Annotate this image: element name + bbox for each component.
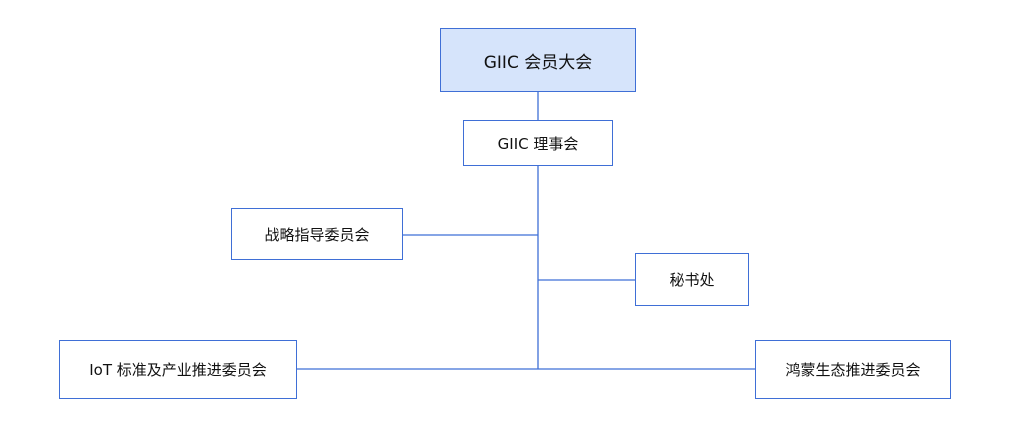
- harmony-committee-node: 鸿蒙生态推进委员会: [755, 340, 951, 399]
- council-node: GIIC 理事会: [463, 120, 613, 166]
- iot-committee-node: IoT 标准及产业推进委员会: [59, 340, 297, 399]
- secretariat-node: 秘书处: [635, 253, 749, 306]
- iot-committee-label: IoT 标准及产业推进委员会: [89, 361, 267, 379]
- secretariat-label: 秘书处: [669, 271, 715, 289]
- member-assembly-node: GIIC 会员大会: [440, 28, 636, 92]
- harmony-committee-label: 鸿蒙生态推进委员会: [785, 361, 921, 379]
- member-assembly-label: GIIC 会员大会: [483, 52, 593, 73]
- strategy-committee-node: 战略指导委员会: [231, 208, 403, 260]
- council-label: GIIC 理事会: [497, 134, 579, 153]
- strategy-committee-label: 战略指导委员会: [264, 225, 370, 244]
